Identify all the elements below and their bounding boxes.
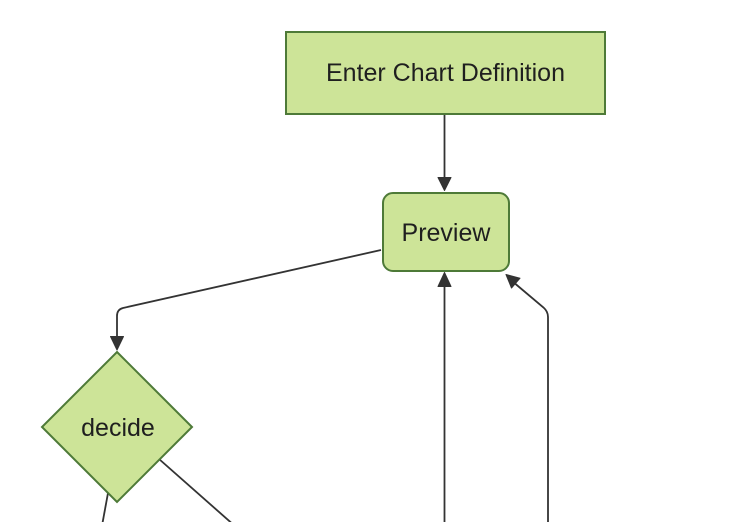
arrowhead-down-icon: [110, 336, 124, 351]
arrowhead-up-left-icon: [505, 274, 521, 289]
edge-line: [116, 249, 382, 338]
node-label: Preview: [402, 219, 492, 247]
node-preview: Preview: [382, 192, 510, 272]
edge-preview-to-decide: [110, 249, 382, 351]
rounded-rectangle-shape: [382, 192, 510, 272]
edge-decide-to-offscreen-right: [158, 458, 232, 522]
arrowhead-up-icon: [437, 272, 452, 287]
edge-line: [511, 280, 549, 522]
edge-enter-to-preview: [437, 114, 452, 191]
rectangle-shape: [285, 31, 606, 115]
diamond-shape: [40, 350, 194, 504]
edge-line: [158, 458, 232, 522]
node-label: Enter Chart Definition: [326, 59, 565, 87]
edge-offscreen-to-preview-center: [437, 272, 452, 522]
node-decide: decide: [40, 350, 194, 504]
edge-offscreen-to-preview-corner: [505, 274, 549, 522]
edge-line: [101, 492, 109, 522]
arrowhead-down-icon: [437, 177, 452, 191]
edge-decide-to-offscreen-left: [101, 492, 109, 522]
node-enter-chart-definition: Enter Chart Definition: [285, 31, 606, 115]
node-label: decide: [81, 414, 155, 442]
